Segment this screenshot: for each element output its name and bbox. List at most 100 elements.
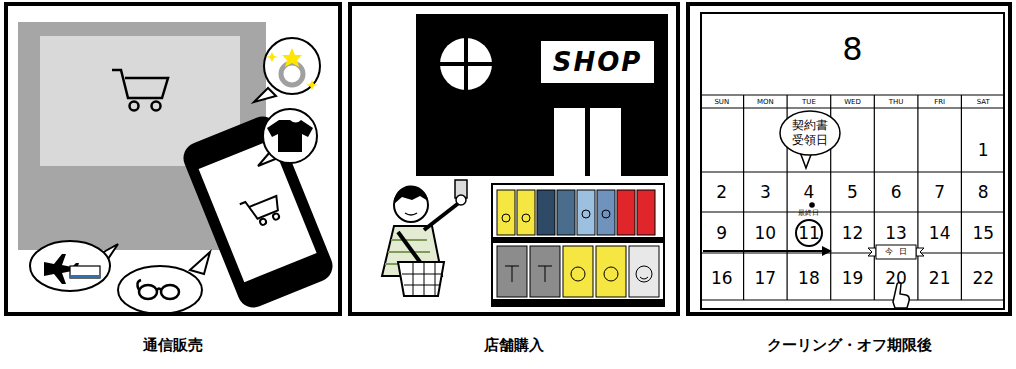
weekday-header: MON (735, 98, 795, 106)
panel-caption: 店舗購入 (348, 336, 680, 354)
glasses-bubble (190, 252, 210, 274)
store-building (416, 14, 668, 176)
date-number: 12 (823, 223, 883, 243)
date-number: 14 (910, 223, 970, 243)
smartphone (240, 190, 285, 230)
panel-caption: 通信販売 (4, 336, 342, 354)
glasses-bubble (161, 285, 179, 299)
store-shelf (636, 266, 652, 282)
date-circle (796, 220, 822, 246)
airplane-bubble (70, 275, 100, 278)
callout-pointer (809, 202, 815, 208)
date-number: 9 (692, 223, 752, 243)
today-banner: 今日 (876, 245, 916, 259)
store-building (440, 38, 492, 90)
store-shelf (502, 214, 510, 222)
cart-icon (152, 102, 161, 111)
store-shelf (557, 190, 575, 235)
store-building (440, 38, 492, 90)
smartphone (272, 213, 280, 221)
shop-sign-text: SHOP (553, 47, 643, 77)
date-number: 17 (735, 268, 795, 288)
shopper (424, 202, 460, 230)
date-number: 6 (866, 182, 926, 202)
shirt-bubble (258, 109, 317, 166)
store-shelf (597, 190, 615, 235)
store-shelf (497, 190, 515, 235)
glasses-bubble (137, 280, 141, 290)
calendar-grid (700, 95, 1005, 300)
shopper (398, 262, 444, 296)
glasses-bubble (118, 266, 202, 314)
store-shelf (537, 190, 555, 235)
date-number: 3 (735, 182, 795, 202)
shopper (394, 185, 428, 204)
date-number: 7 (910, 182, 970, 202)
calendar: 8 契約書 受領日 11 今日 (700, 12, 1005, 310)
scene-panel: 通信販売 (4, 2, 342, 316)
date-number: 4 (779, 182, 839, 202)
cart-icon (130, 102, 139, 111)
airplane-bubble (70, 266, 100, 278)
store-shelf (637, 190, 655, 235)
ribbon-band (876, 245, 916, 259)
shopper (382, 180, 467, 296)
store-shelf (640, 277, 648, 279)
store-shelf (502, 210, 652, 282)
store-shelf (582, 210, 590, 218)
store-shelf (577, 190, 595, 235)
callout-bubble-text: 契約書 受領日 (788, 118, 832, 148)
period-arrow (822, 246, 832, 256)
store-shelf (629, 246, 659, 297)
shopper (385, 240, 433, 264)
cart-icon (112, 70, 168, 98)
weekday-header: THU (866, 98, 926, 106)
month-number: 8 (702, 30, 1003, 68)
date-number: 2 (692, 182, 752, 202)
store-shelf (563, 246, 593, 297)
ring-bubble (266, 52, 278, 62)
store-shelf (497, 190, 659, 297)
date-number: 19 (823, 268, 883, 288)
date-number: 1 (953, 140, 1013, 160)
ring-bubble (264, 38, 320, 94)
shirt-bubble (267, 120, 313, 152)
ring-bubble (306, 80, 318, 90)
smartphone (240, 190, 282, 222)
store-shelf (492, 184, 664, 306)
store-shelf (604, 267, 618, 281)
ring-bubble (281, 63, 303, 85)
circled-date: 11 (795, 219, 823, 247)
date-number: 18 (779, 268, 839, 288)
store-building (416, 14, 668, 176)
glasses-bubble (118, 252, 210, 314)
store-shelf (492, 237, 664, 243)
weekday-header: FRI (910, 98, 970, 106)
store-shelf (492, 184, 664, 306)
ring-bubble (254, 38, 320, 102)
store-shelf (517, 190, 535, 235)
ring-bubble (282, 48, 302, 67)
weekday-header: TUE (779, 98, 839, 106)
circled-date-text: 11 (798, 223, 820, 243)
store-shelf (522, 214, 530, 222)
calendar-grid (700, 95, 1005, 300)
period-arrow (703, 250, 822, 252)
store-shelf (596, 246, 626, 297)
date-number: 16 (692, 268, 752, 288)
glasses-bubble (137, 280, 179, 299)
period-arrow (703, 246, 832, 256)
deadline-note: 最終日 (779, 209, 839, 217)
cart-icon (112, 70, 168, 111)
store-shelf (492, 299, 664, 306)
scene-panel: 店舗購入SHOP (348, 2, 680, 316)
weekday-header: SUN (692, 98, 752, 106)
date-number: 10 (735, 223, 795, 243)
glasses-bubble (139, 285, 157, 299)
shopper (398, 232, 420, 262)
shopper (405, 213, 417, 215)
shopper (402, 262, 442, 296)
shop-sign: SHOP (540, 40, 655, 84)
